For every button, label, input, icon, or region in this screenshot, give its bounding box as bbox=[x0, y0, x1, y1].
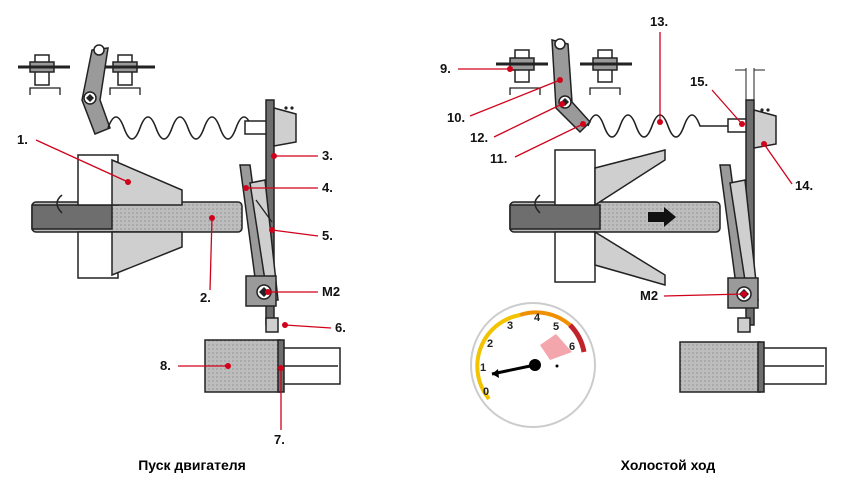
label-12: 12. bbox=[470, 130, 488, 145]
right-diagram bbox=[496, 38, 827, 393]
left-bolts bbox=[18, 54, 155, 95]
gauge-tick-5: 5 bbox=[553, 321, 559, 333]
gauge-tick-4: 4 bbox=[534, 312, 541, 324]
gauge-tick-6: 6 bbox=[569, 341, 575, 353]
left-diagram bbox=[18, 44, 341, 393]
label-8: 8. bbox=[160, 358, 171, 373]
left-labels: 1. 2. 3. 4. 5. M2 6. 7. 8. bbox=[17, 132, 346, 447]
label-10: 10. bbox=[447, 110, 465, 125]
label-14: 14. bbox=[795, 178, 813, 193]
label-1: 1. bbox=[17, 132, 28, 147]
label-13: 13. bbox=[650, 14, 668, 29]
right-caption: Холостой ход bbox=[621, 457, 716, 473]
label-5: 5. bbox=[322, 228, 333, 243]
right-labels: 9. 10. 11. 12. 13. 14. 15. M2 bbox=[440, 14, 813, 303]
label-6: 6. bbox=[335, 320, 346, 335]
left-lever bbox=[81, 47, 111, 135]
gauge-tick-0: 0 bbox=[483, 386, 489, 398]
label-15: 15. bbox=[690, 74, 708, 89]
gauge-tick-3: 3 bbox=[507, 320, 513, 332]
label-9: 9. bbox=[440, 61, 451, 76]
gauge-tick-1: 1 bbox=[480, 362, 486, 374]
gauge-tick-2: 2 bbox=[487, 338, 493, 350]
label-3: 3. bbox=[322, 148, 333, 163]
label-2: 2. bbox=[200, 290, 211, 305]
label-m2-left: M2 bbox=[322, 284, 340, 299]
left-spring bbox=[107, 116, 254, 140]
label-4: 4. bbox=[322, 180, 333, 195]
label-11: 11. bbox=[490, 151, 507, 166]
right-bolts bbox=[496, 49, 632, 95]
label-m2-right: M2 bbox=[640, 288, 658, 303]
label-7: 7. bbox=[274, 432, 285, 447]
left-caption: Пуск двигателя bbox=[138, 457, 246, 473]
tachometer-gauge: 0 1 2 3 4 5 6 bbox=[470, 302, 596, 428]
